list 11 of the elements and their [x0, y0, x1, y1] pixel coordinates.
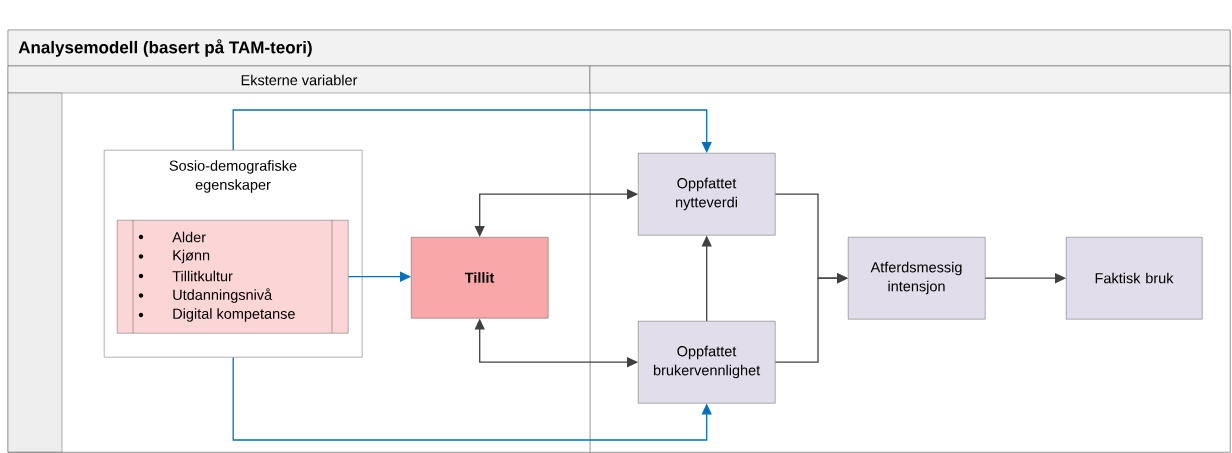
list-box: Alder Kjønn Tillitkultur Utdanningsnivå Digital kompetanse [117, 219, 349, 334]
arrow [232, 356, 712, 441]
arrow [347, 271, 411, 282]
arrow [232, 109, 712, 153]
arrow [474, 189, 638, 237]
process-box: Atferdsmessig intensjon [848, 237, 986, 320]
arrow [774, 273, 848, 363]
process-box: Tillit [411, 237, 549, 319]
process-box: Oppfattet nytteverdi [638, 153, 776, 236]
process-box: Oppfattet brukervennlighet [638, 321, 776, 404]
process-box: Faktisk bruk [1066, 237, 1203, 320]
